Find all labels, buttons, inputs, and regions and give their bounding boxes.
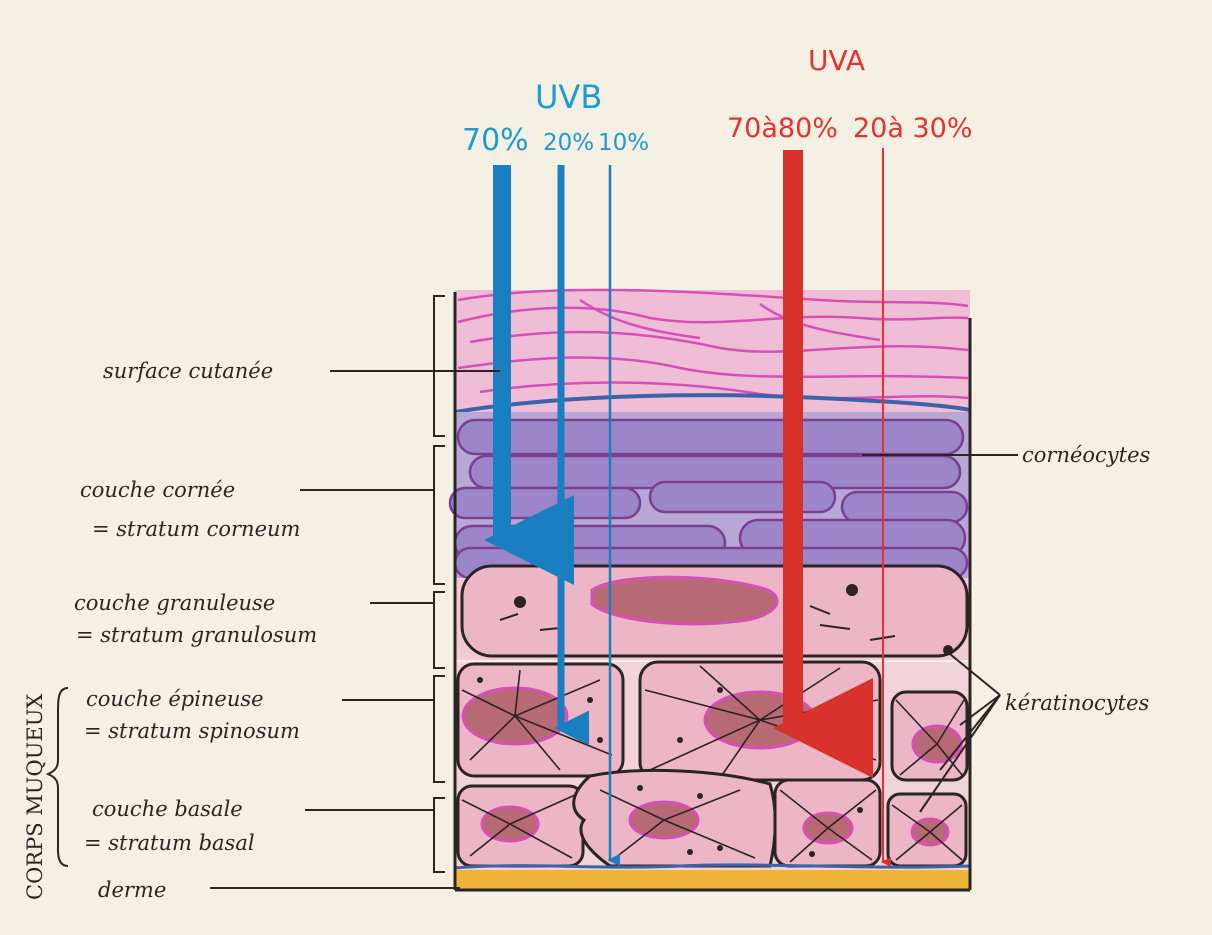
granulosum-cells	[462, 566, 967, 656]
label-keratinocytes: kératinocytes	[1005, 691, 1150, 715]
label-stratum-granulosum: = stratum granulosum	[76, 623, 317, 647]
label-derme: derme	[98, 878, 166, 902]
uvb-percent-70: 70%	[462, 123, 529, 158]
label-couche-basale: couche basale	[92, 797, 243, 821]
label-corneocytes: cornéocytes	[1022, 443, 1151, 467]
uvb-title: UVB	[535, 78, 602, 116]
label-surface-cutanee: surface cutanée	[103, 359, 273, 383]
uva-percent-70-80: 70à80%	[727, 113, 838, 144]
corps-muqueux-brace	[48, 688, 68, 866]
label-couche-epineuse: couche épineuse	[86, 687, 264, 711]
uvb-percent-20: 20%	[543, 130, 594, 156]
uva-percent-20-30: 20à 30%	[853, 113, 973, 144]
label-corps-muqueux: CORPS MUQUEUX	[23, 694, 47, 900]
label-stratum-basal: = stratum basal	[84, 831, 255, 855]
derme-layer	[455, 870, 970, 890]
label-stratum-corneum: = stratum corneum	[92, 517, 300, 541]
uvb-percent-10: 10%	[598, 130, 649, 156]
corneocyte-cells	[450, 420, 967, 578]
label-couche-cornee: couche cornée	[80, 478, 235, 502]
label-couche-granuleuse: couche granuleuse	[74, 591, 275, 615]
uva-title: UVA	[808, 44, 865, 77]
label-stratum-spinosum: = stratum spinosum	[84, 719, 300, 743]
skin-section	[450, 290, 970, 890]
